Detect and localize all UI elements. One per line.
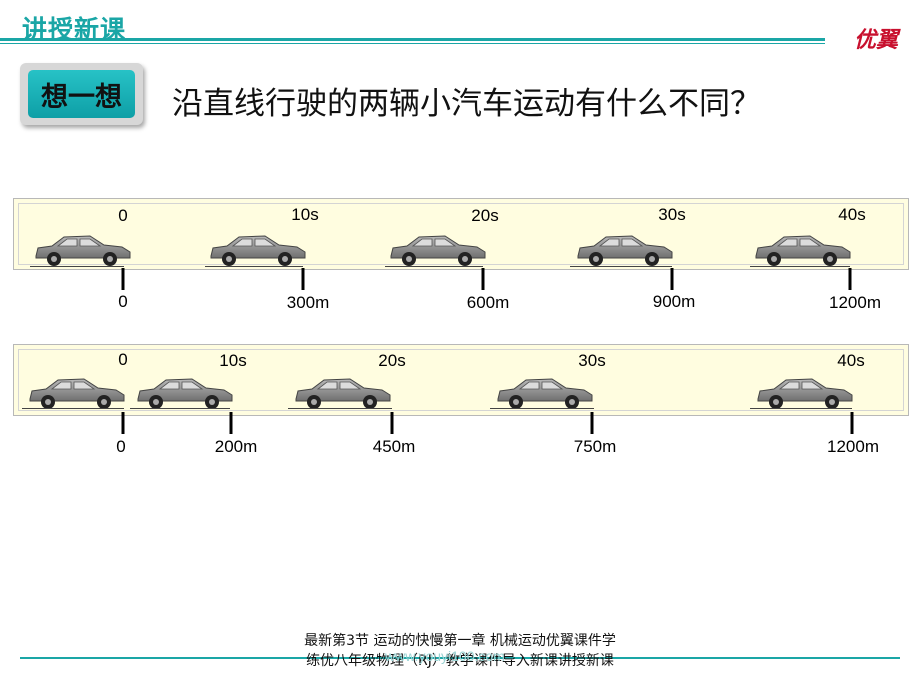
road-line bbox=[205, 266, 303, 267]
distance-label: 200m bbox=[214, 437, 258, 456]
time-label: 0 bbox=[118, 350, 128, 369]
distance-tick bbox=[390, 412, 394, 434]
time-label: 20s bbox=[378, 351, 406, 370]
road-line bbox=[30, 266, 124, 267]
distance-tick bbox=[121, 268, 125, 290]
distance-tick bbox=[301, 268, 305, 290]
distance-label: 450m bbox=[372, 437, 416, 456]
road-line bbox=[750, 266, 850, 267]
footer-rule bbox=[20, 657, 900, 659]
distance-label: 600m bbox=[466, 293, 510, 312]
road-line bbox=[385, 266, 483, 267]
road-line bbox=[22, 408, 124, 409]
question-text: 沿直线行驶的两辆小汽车运动有什么不同？ bbox=[172, 86, 761, 122]
distance-tick bbox=[670, 268, 674, 290]
time-label: 40s bbox=[838, 205, 866, 224]
time-label: 0 bbox=[118, 206, 128, 225]
think-badge-label: 想一想 bbox=[28, 70, 135, 118]
car-icon bbox=[205, 230, 309, 268]
track-inner-border bbox=[18, 349, 904, 411]
distance-tick bbox=[121, 412, 125, 434]
time-label: 10s bbox=[291, 205, 319, 224]
road-line bbox=[750, 408, 852, 409]
road-line bbox=[570, 266, 672, 267]
distance-label: 300m bbox=[286, 293, 330, 312]
distance-label: 1200m bbox=[829, 293, 881, 312]
car-icon bbox=[30, 230, 134, 268]
time-label: 30s bbox=[578, 351, 606, 370]
car-icon bbox=[290, 373, 394, 411]
distance-tick bbox=[848, 268, 852, 290]
distance-label: 0 bbox=[118, 292, 128, 311]
distance-tick bbox=[229, 412, 233, 434]
brand-logo: 优翼 bbox=[853, 28, 898, 53]
distance-label: 900m bbox=[652, 292, 696, 311]
road-line bbox=[130, 408, 230, 409]
watermark-link[interactable]: www.youyi100.com bbox=[385, 648, 505, 664]
car-icon bbox=[24, 373, 128, 411]
header-rule-thin bbox=[0, 43, 825, 44]
distance-label: 0 bbox=[116, 437, 126, 456]
car-icon bbox=[385, 230, 489, 268]
track-car-b bbox=[13, 344, 909, 416]
distance-label: 1200m bbox=[827, 437, 879, 456]
car-icon bbox=[750, 230, 854, 268]
road-line bbox=[288, 408, 392, 409]
time-label: 40s bbox=[837, 351, 865, 370]
car-icon bbox=[132, 373, 236, 411]
distance-label: 750m bbox=[573, 437, 617, 456]
car-icon bbox=[492, 373, 596, 411]
road-line bbox=[490, 408, 594, 409]
time-label: 20s bbox=[471, 206, 499, 225]
car-icon bbox=[572, 230, 676, 268]
time-label: 10s bbox=[219, 351, 247, 370]
distance-tick bbox=[850, 412, 854, 434]
time-label: 30s bbox=[658, 205, 686, 224]
distance-tick bbox=[590, 412, 594, 434]
think-badge: 想一想 bbox=[20, 63, 143, 125]
footer-caption: 最新第3节 运动的快慢第一章 机械运动优翼课件学练优八年级物理（RJ）教学课件导… bbox=[304, 633, 616, 669]
car-icon bbox=[752, 373, 856, 411]
distance-tick bbox=[481, 268, 485, 290]
header-rule bbox=[0, 38, 825, 41]
